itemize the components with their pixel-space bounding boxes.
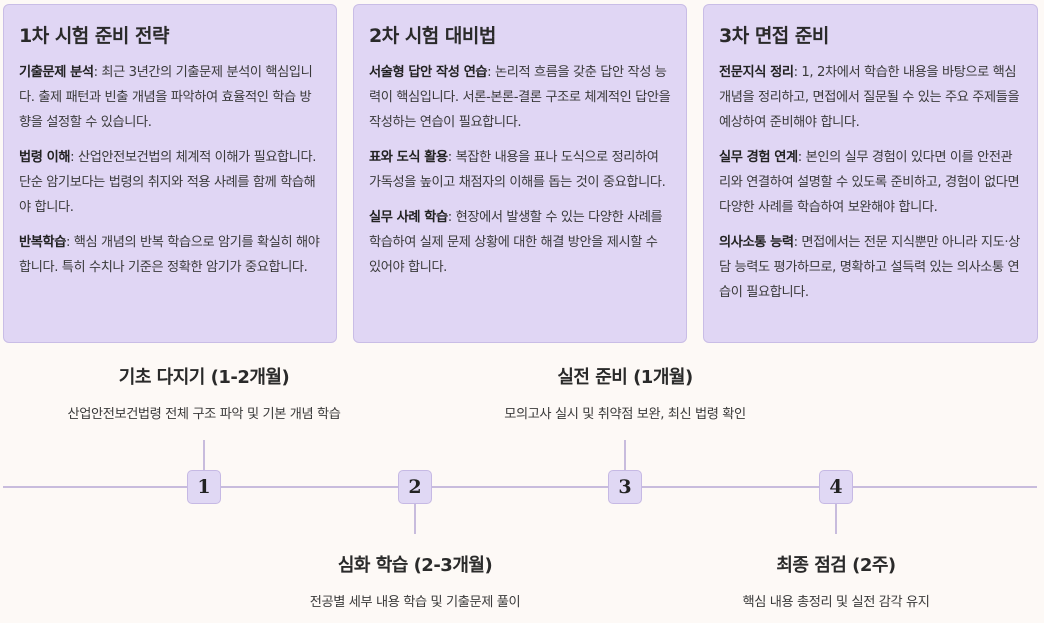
phase-title: 실전 준비 (1개월) — [557, 367, 693, 388]
card-section: 실무 경험 연계: 본인의 실무 경험이 있다면 이를 안전관리와 연결하여 설… — [719, 145, 1022, 220]
section-label: 서술형 답안 작성 연습 — [369, 65, 488, 80]
section-text: : 복잡한 내용을 표나 도식으로 정리하여 가독성을 높이고 채점자의 이해를… — [369, 150, 666, 190]
timeline-step-4-label: 최종 점검 (2주) 핵심 내용 총정리 및 실전 감각 유지 — [636, 551, 1036, 610]
section-label: 표와 도식 활용 — [369, 150, 448, 165]
card-section: 실무 사례 학습: 현장에서 발생할 수 있는 다양한 사례를 학습하여 실제 … — [369, 205, 671, 280]
section-label: 반복학습 — [19, 235, 66, 250]
timeline-marker-3: 3 — [608, 470, 642, 504]
section-label: 실무 사례 학습 — [369, 210, 448, 225]
timeline-step-1-label: 기초 다지기 (1-2개월) 산업안전보건법령 전체 구조 파악 및 기본 개념… — [4, 363, 404, 422]
phase-title: 최종 점검 (2주) — [776, 555, 896, 576]
section-text: : 최근 3년간의 기출문제 분석이 핵심입니다. 출제 패턴과 빈출 개념을 … — [19, 65, 313, 130]
section-label: 법령 이해 — [19, 150, 71, 165]
section-text: : 본인의 실무 경험이 있다면 이를 안전관리와 연결하여 설명할 수 있도록… — [719, 150, 1020, 215]
card-interview: 3차 면접 준비 전문지식 정리: 1, 2차에서 학습한 내용을 바탕으로 핵… — [703, 4, 1038, 343]
card-section: 서술형 답안 작성 연습: 논리적 흐름을 갖춘 답안 작성 능력이 핵심입니다… — [369, 60, 671, 135]
timeline-connector — [203, 440, 205, 470]
timeline-connector — [835, 504, 837, 534]
timeline-marker-2: 2 — [398, 470, 432, 504]
timeline-marker-1: 1 — [187, 470, 221, 504]
section-text: : 핵심 개념의 반복 학습으로 암기를 확실히 해야 합니다. 특히 수치나 … — [19, 235, 320, 275]
section-text: : 현장에서 발생할 수 있는 다양한 사례를 학습하여 실제 문제 상황에 대… — [369, 210, 663, 275]
section-label: 실무 경험 연계 — [719, 150, 798, 165]
card-section: 표와 도식 활용: 복잡한 내용을 표나 도식으로 정리하여 가독성을 높이고 … — [369, 145, 671, 195]
card-section: 전문지식 정리: 1, 2차에서 학습한 내용을 바탕으로 핵심 개념을 정리하… — [719, 60, 1022, 135]
card-title: 2차 시험 대비법 — [369, 25, 496, 47]
card-second-exam: 2차 시험 대비법 서술형 답안 작성 연습: 논리적 흐름을 갖춘 답안 작성… — [353, 4, 687, 343]
card-title: 3차 면접 준비 — [719, 25, 829, 47]
phase-description: 핵심 내용 총정리 및 실전 감각 유지 — [742, 595, 930, 610]
section-text: : 면접에서는 전문 지식뿐만 아니라 지도·상담 능력도 평가하므로, 명확하… — [719, 235, 1020, 300]
card-section: 의사소통 능력: 면접에서는 전문 지식뿐만 아니라 지도·상담 능력도 평가하… — [719, 230, 1022, 305]
phase-title: 기초 다지기 (1-2개월) — [118, 367, 290, 388]
timeline-step-2-label: 심화 학습 (2-3개월) 전공별 세부 내용 학습 및 기출문제 풀이 — [215, 551, 615, 610]
timeline-step-3-label: 실전 준비 (1개월) 모의고사 실시 및 취약점 보완, 최신 법령 확인 — [425, 363, 825, 422]
card-section: 반복학습: 핵심 개념의 반복 학습으로 암기를 확실히 해야 합니다. 특히 … — [19, 230, 321, 280]
phase-description: 전공별 세부 내용 학습 및 기출문제 풀이 — [309, 595, 521, 610]
section-text: : 산업안전보건법의 체계적 이해가 필요합니다. 단순 암기보다는 법령의 취… — [19, 150, 317, 215]
section-label: 의사소통 능력 — [719, 235, 794, 250]
section-label: 기출문제 분석 — [19, 65, 94, 80]
timeline-connector — [624, 440, 626, 470]
timeline-connector — [414, 504, 416, 534]
phase-title: 심화 학습 (2-3개월) — [337, 555, 493, 576]
card-first-exam: 1차 시험 준비 전략 기출문제 분석: 최근 3년간의 기출문제 분석이 핵심… — [3, 4, 337, 343]
phase-description: 모의고사 실시 및 취약점 보완, 최신 법령 확인 — [504, 407, 746, 422]
section-label: 전문지식 정리 — [719, 65, 794, 80]
phase-description: 산업안전보건법령 전체 구조 파악 및 기본 개념 학습 — [67, 407, 341, 422]
timeline-line — [3, 486, 1037, 488]
card-section: 법령 이해: 산업안전보건법의 체계적 이해가 필요합니다. 단순 암기보다는 … — [19, 145, 321, 220]
card-section: 기출문제 분석: 최근 3년간의 기출문제 분석이 핵심입니다. 출제 패턴과 … — [19, 60, 321, 135]
timeline-marker-4: 4 — [819, 470, 853, 504]
section-text: : 논리적 흐름을 갖춘 답안 작성 능력이 핵심입니다. 서론-본론-결론 구… — [369, 65, 671, 130]
card-title: 1차 시험 준비 전략 — [19, 25, 169, 47]
section-text: : 1, 2차에서 학습한 내용을 바탕으로 핵심 개념을 정리하고, 면접에서… — [719, 65, 1020, 130]
